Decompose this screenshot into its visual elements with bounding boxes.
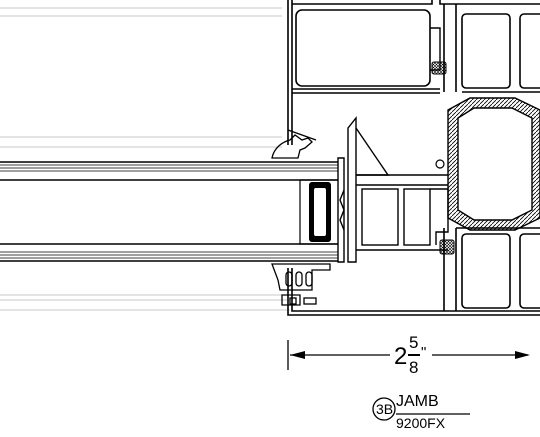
- detail-tag-id: 3B: [376, 401, 394, 417]
- screw-head: [435, 159, 445, 169]
- upper-chamber: [295, 9, 431, 87]
- dimension-whole: 2: [394, 343, 408, 370]
- gasket-block-upper: [431, 61, 447, 75]
- central-chambers: [361, 188, 449, 246]
- right-chambers: [443, 4, 540, 311]
- gasket-block-lower: [439, 239, 455, 255]
- dimension-unit: ": [421, 344, 427, 361]
- lower-gasket: [271, 263, 331, 306]
- thermal-break: [447, 97, 540, 231]
- upper-gasket: [271, 129, 317, 159]
- dimension-denominator: 8: [409, 358, 419, 377]
- dimension-fraction-bar: [408, 354, 420, 356]
- dimension-numerator: 5: [409, 333, 419, 352]
- glazing-stop: [337, 116, 448, 263]
- detail-tag: [372, 397, 470, 421]
- glass-unit: [0, 161, 338, 262]
- detail-tag-title: JAMB: [396, 393, 439, 410]
- setting-block-core: [314, 188, 326, 236]
- background-lines: [0, 7, 290, 311]
- detail-tag-model: 9200FX: [396, 415, 446, 431]
- dimension-line: [287, 340, 530, 370]
